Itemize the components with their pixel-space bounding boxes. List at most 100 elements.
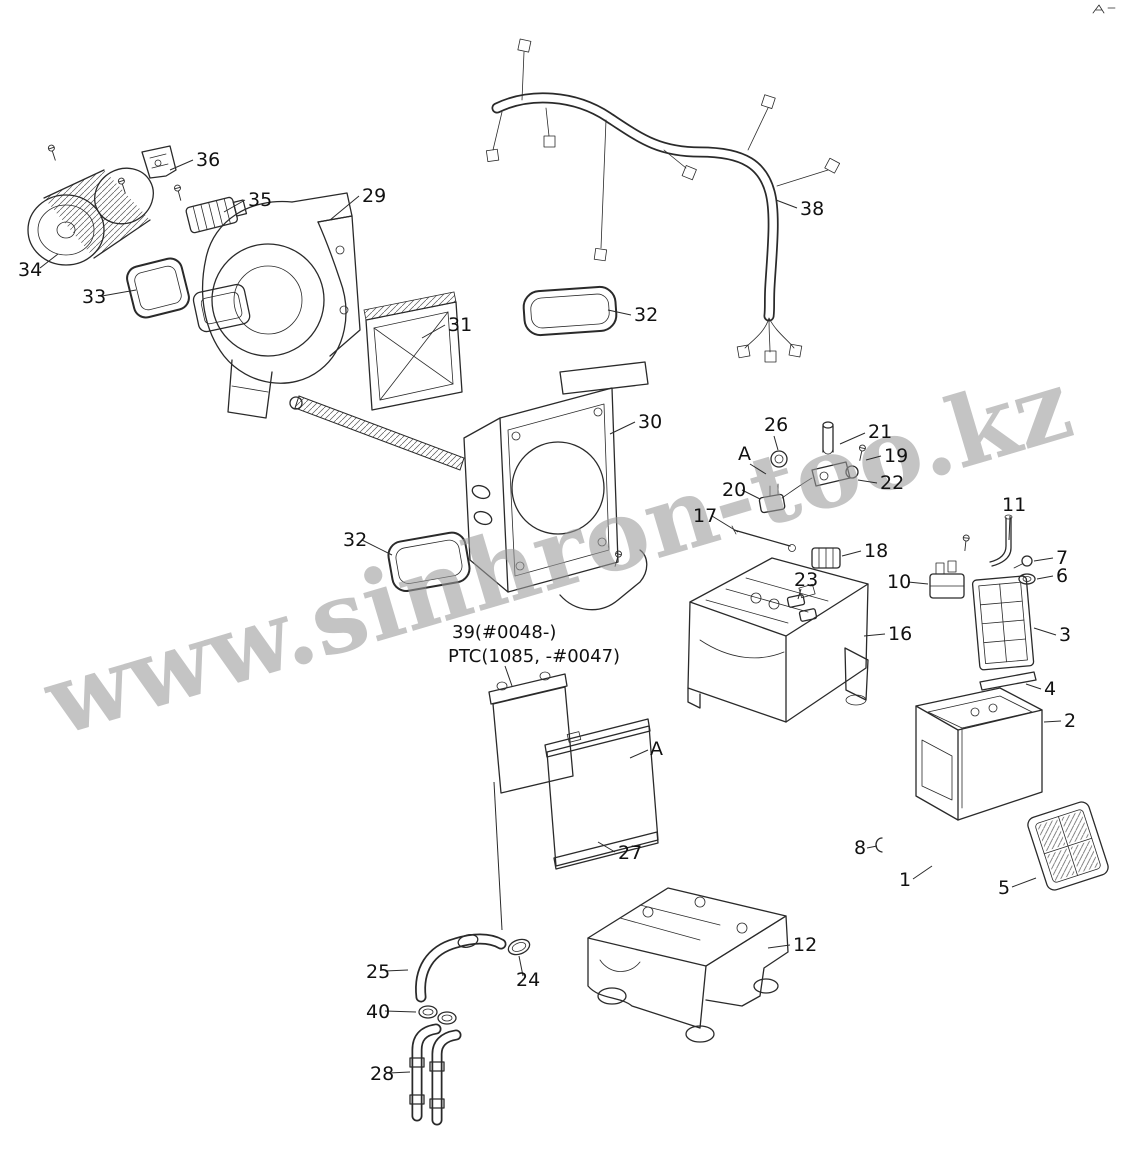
part-label-22: 22 [880,472,904,494]
part-label-3: 3 [1059,624,1071,646]
part-label-34: 34 [18,259,42,281]
part-label-8: 8 [854,837,866,859]
part-label-1: 1 [899,869,911,891]
part-7-fitting [1013,555,1033,569]
part-12-base-bracket [587,887,789,1043]
part-label-20: 20 [722,479,746,501]
part-31-grille [363,291,463,411]
callout-36: 36 [169,149,220,171]
part-29-blower-housing [192,192,361,419]
callout-16: 16 [863,623,912,645]
part-label-10: 10 [887,571,911,593]
callout-12: 12 [767,934,817,956]
part-17-rod [731,525,796,552]
part-34-blower-motor [27,143,154,266]
part-label-17: 17 [693,505,717,527]
part-label-29: 29 [362,185,386,207]
callout-35: 35 [223,189,272,213]
leader-line [629,749,649,759]
callout-25: 25 [366,961,409,983]
part-label-25: 25 [366,961,390,983]
leader-line [767,944,791,949]
callout-20: 20 [722,479,761,501]
part-label-28: 28 [370,1063,394,1085]
leader-line [1043,720,1062,723]
callout-40: 40 [366,1001,417,1023]
part-26-grommet [770,450,788,468]
callout-32b: 32 [343,529,393,556]
part-4-strip [979,671,1037,691]
callout-27: 27 [597,841,642,864]
callout-33: 33 [82,286,137,308]
callout-10: 10 [887,571,929,593]
part-label-23: 23 [794,569,818,591]
part-label-35: 35 [248,189,272,211]
part-label-27: 27 [618,842,642,864]
callout-34: 34 [18,253,59,281]
callout-18: 18 [841,540,888,562]
part-11-pipe [989,514,1013,567]
part-21-pipe [822,421,834,455]
leader-line [711,515,739,533]
part-8-clip [875,837,883,853]
callout-22: 22 [857,472,904,494]
variant-note-line2: PTC(1085, -#0047) [448,646,620,667]
part-label-21: 21 [868,421,892,443]
leader-line [421,324,446,339]
callout-21: 21 [839,421,892,445]
leader-line [863,633,886,637]
leader-line [388,1071,411,1074]
corner-mark [1092,4,1116,14]
part-label-19: 19 [884,445,908,467]
callout-31: 31 [421,314,472,339]
leader-line [1008,515,1011,541]
variant-note-line1: 39(#0048-) [452,622,556,643]
leader-line [101,289,137,297]
leader-line [504,665,513,687]
callout-26: 26 [764,414,788,451]
callout-6: 6 [1036,565,1068,587]
callout-24: 24 [516,955,540,991]
leader-line [749,463,767,475]
part-label-36: 36 [196,149,220,171]
leader-line [1033,557,1054,562]
part-label-16: 16 [888,623,912,645]
watermark: www.sinhron-too.kz [32,347,1084,758]
part-label-32b: 32 [343,529,367,551]
leader-line [1036,575,1054,580]
leader-line [39,253,59,269]
part-label-2: 2 [1064,710,1076,732]
part-40-clamps [418,1005,457,1025]
part-label-33: 33 [82,286,106,308]
part-3-filter-frame [971,575,1035,671]
part-label-11: 11 [1002,494,1026,516]
part-28-pipes [409,1023,462,1126]
part-label-18: 18 [864,540,888,562]
leader-line [797,588,802,600]
part-label-26: 26 [764,414,788,436]
callout-38: 38 [775,198,824,220]
leader-line [329,195,360,221]
leader-line [912,865,933,880]
leader-line [841,550,862,557]
part-label-24: 24 [516,969,540,991]
callout-1: 1 [899,865,933,891]
leader-line [839,432,866,445]
leader-line [223,199,246,213]
leader-line [866,845,878,849]
section-a-label: A [738,443,751,465]
section-mark-a-mid: A [629,738,663,760]
leader-line [384,1010,417,1013]
part-33-gasket [126,257,190,319]
callout-4: 4 [1025,678,1056,700]
part-5-filter [1027,801,1109,891]
part-27-heater-core [544,718,659,870]
part-32-seal-left [387,531,471,593]
part-31-rail [289,395,465,471]
part-24-clamp [507,938,531,956]
part-18-relay [811,547,841,569]
part-23-clamps [786,594,818,622]
callout-17: 17 [693,505,739,533]
part-39-ptc-heater [488,671,574,931]
